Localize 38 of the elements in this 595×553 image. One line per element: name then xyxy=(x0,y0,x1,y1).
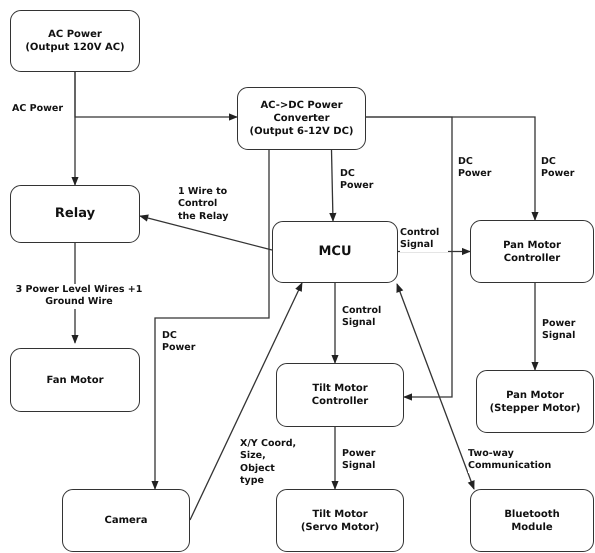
process-box xyxy=(276,489,404,552)
node-text: (Output 6-12V DC) xyxy=(250,125,354,138)
process-box xyxy=(276,363,404,427)
arrow xyxy=(366,116,453,401)
process-box xyxy=(10,185,140,243)
edge-label: 3 Power Level Wires +1 Ground Wire xyxy=(14,284,144,309)
process-box xyxy=(237,87,366,150)
node-text: Fan Motor xyxy=(46,374,104,386)
node-text: (Stepper Motor) xyxy=(490,402,580,414)
process-box xyxy=(470,220,594,283)
node-text: Pan Motor xyxy=(506,388,564,402)
arrow xyxy=(139,214,272,251)
node-text: Bluetooth Module xyxy=(503,508,561,534)
arrow xyxy=(331,427,339,490)
edge-label: Control Signal xyxy=(400,227,448,252)
node-text: Tilt Motor Controller xyxy=(310,382,370,408)
node-text: Pan Motor Controller xyxy=(502,238,562,264)
node-text: AC->DC Power Converter xyxy=(259,99,344,125)
node-text: Camera xyxy=(104,514,148,527)
node-text: (Servo Motor) xyxy=(300,520,380,534)
arrow xyxy=(74,72,238,121)
node-text: Tilt Motor xyxy=(312,508,368,520)
arrow xyxy=(329,150,336,222)
process-box xyxy=(10,348,140,412)
process-box xyxy=(470,489,594,552)
arrow xyxy=(396,283,475,490)
arrow xyxy=(189,282,303,520)
node-text: AC Power xyxy=(48,28,102,41)
node-text: Relay xyxy=(54,206,96,222)
arrow xyxy=(331,283,339,364)
arrow xyxy=(531,283,539,371)
process-box xyxy=(476,370,594,433)
arrow xyxy=(151,150,270,490)
process-box xyxy=(62,489,190,552)
process-box xyxy=(10,10,140,72)
node-text: MCU xyxy=(318,244,352,260)
node-text: (Output 120V AC) xyxy=(25,41,125,54)
process-box xyxy=(272,221,398,283)
